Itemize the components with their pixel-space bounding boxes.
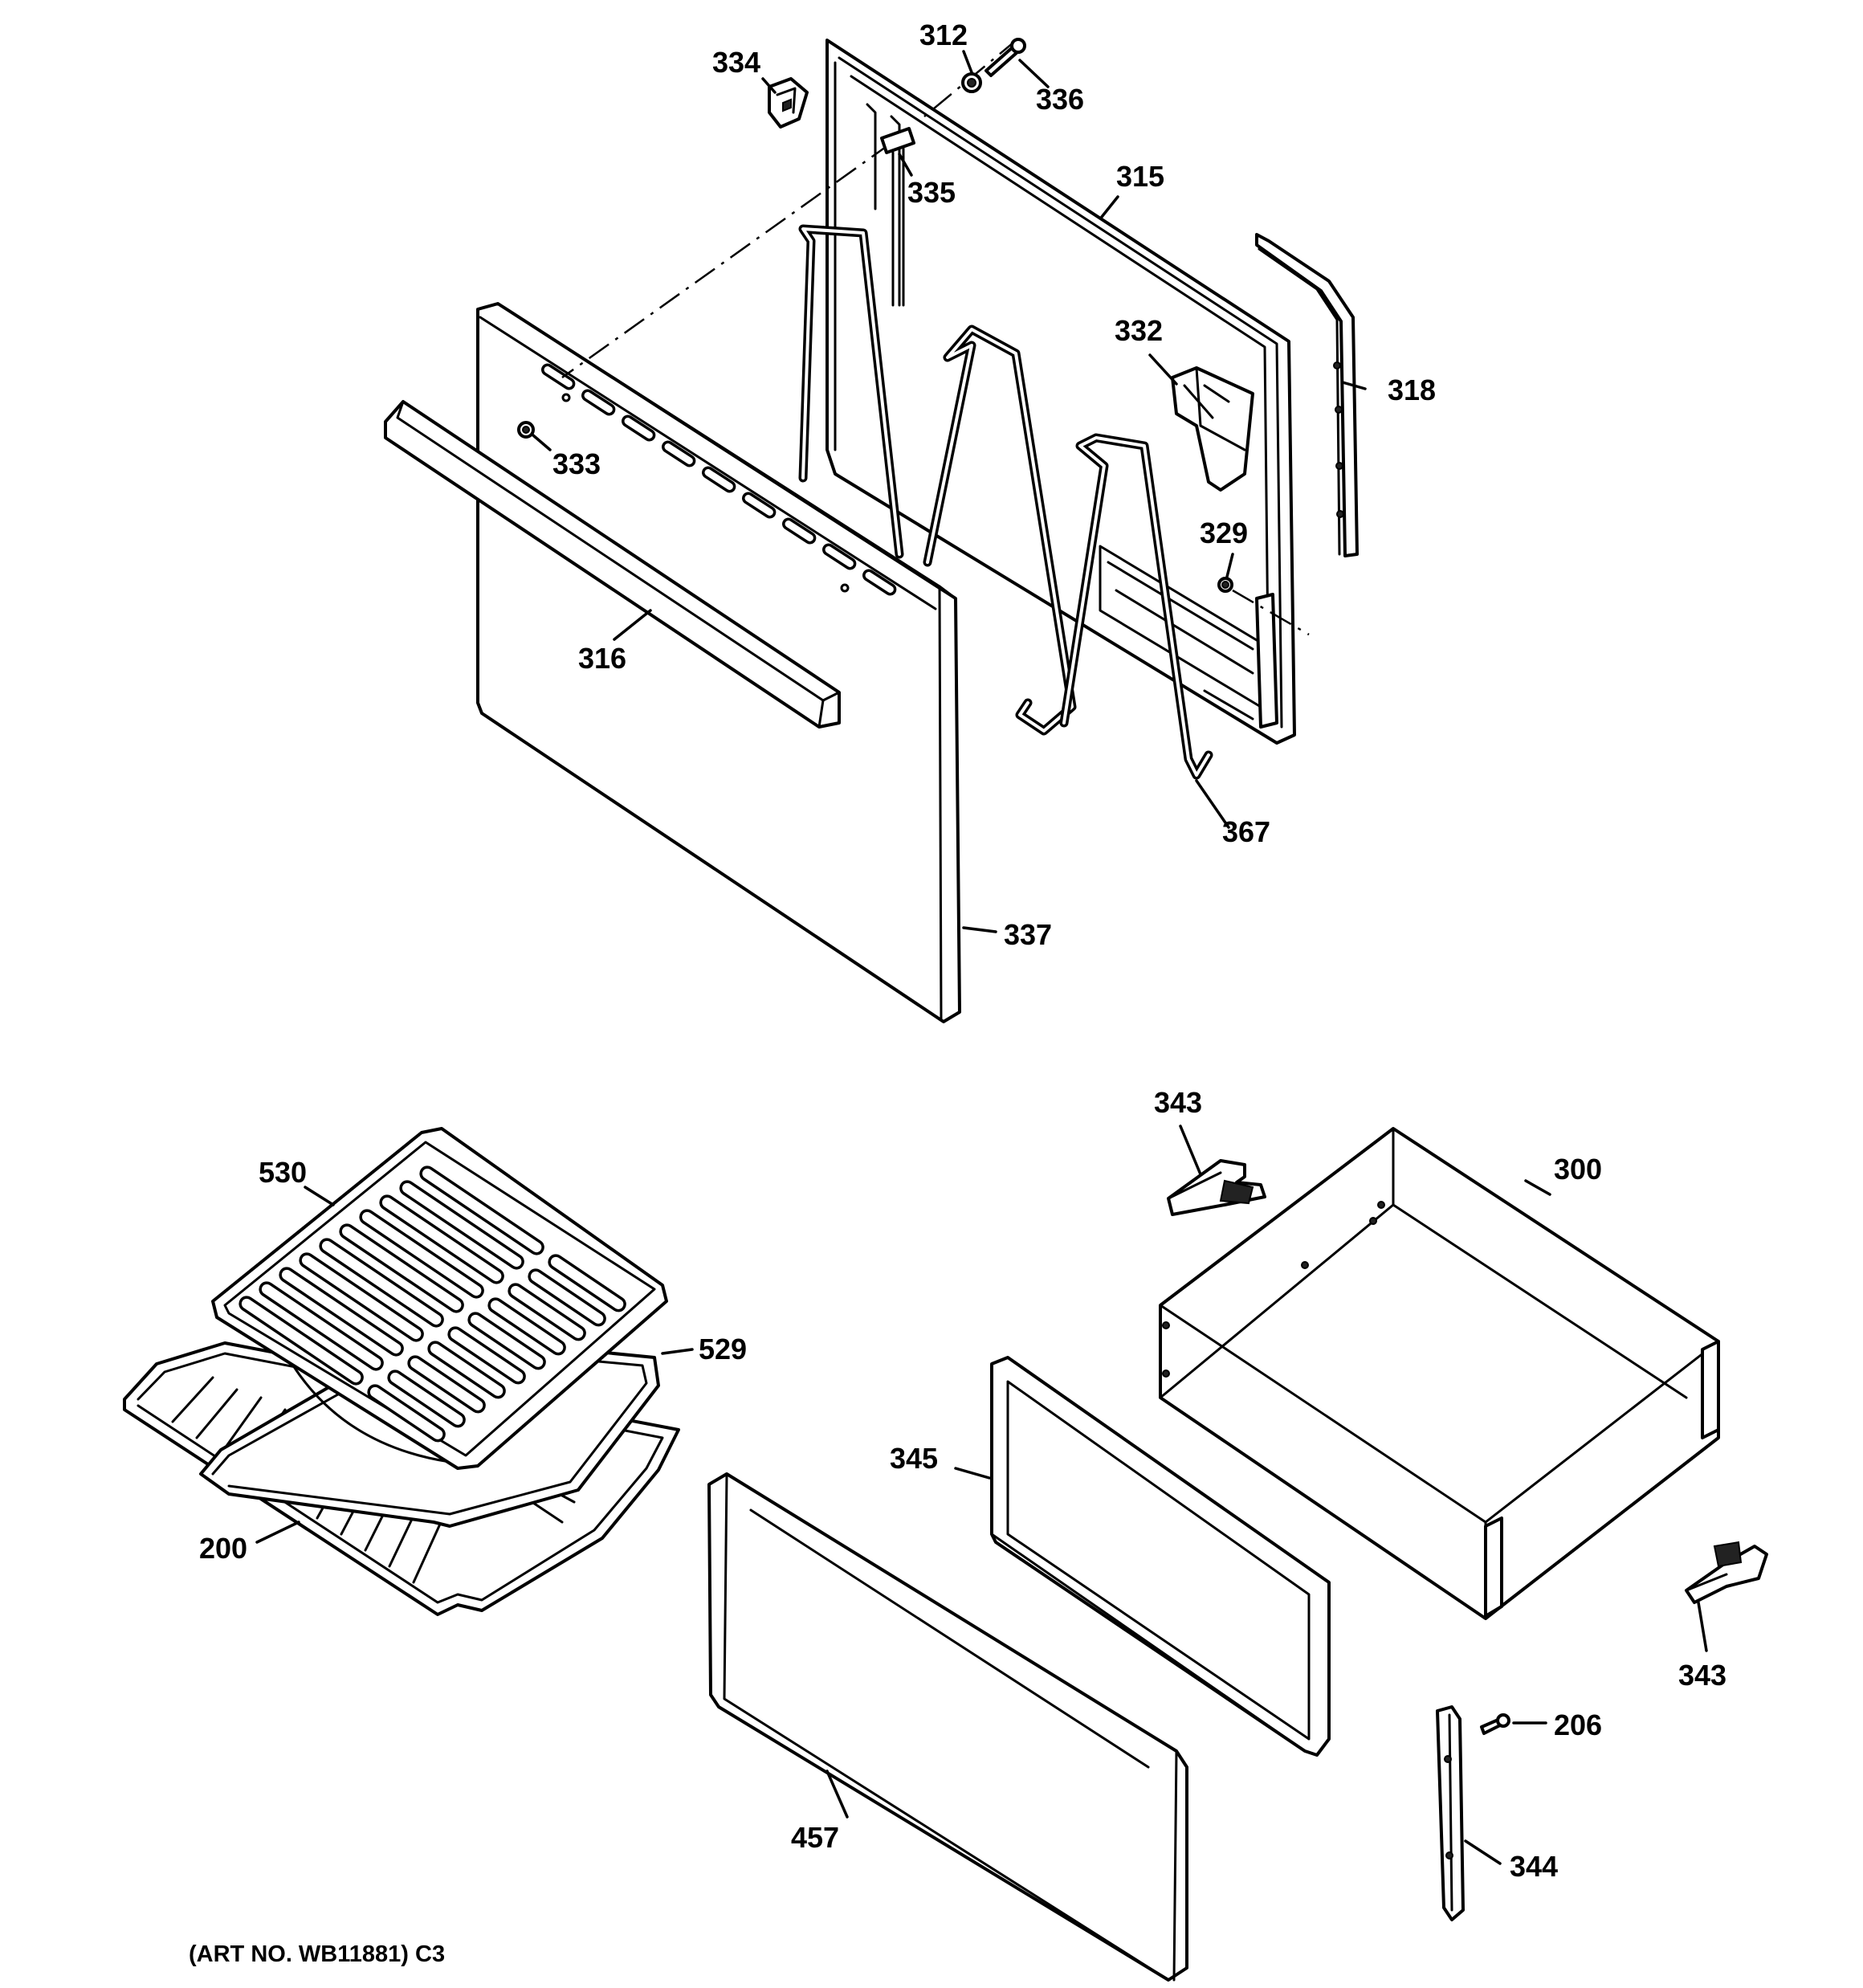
label-333: 333 (552, 447, 601, 480)
door-vent-slots (541, 363, 897, 596)
door-handle-316 (384, 400, 841, 729)
label-336: 336 (1036, 83, 1084, 116)
drawer-body-300 (1159, 1127, 1720, 1620)
label-530: 530 (259, 1156, 307, 1189)
broiler-grid-530 (211, 1127, 668, 1470)
label-206: 206 (1554, 1708, 1602, 1741)
label-345: 345 (890, 1442, 938, 1475)
leader-lines (255, 50, 1708, 1865)
screw-336 (984, 38, 1026, 77)
door-trim-318 (1255, 233, 1359, 557)
label-300: 300 (1554, 1153, 1602, 1186)
drawer-rail-344 (1436, 1705, 1465, 1921)
label-457: 457 (791, 1821, 839, 1854)
drawer-slide-343-bottom (1685, 1541, 1768, 1604)
alignment-line (561, 141, 892, 379)
drawer-slide-343-top (1167, 1159, 1266, 1216)
label-315: 315 (1116, 160, 1164, 193)
grid-slots (238, 1165, 626, 1443)
label-337: 337 (1004, 918, 1052, 951)
screw-206 (1480, 1713, 1510, 1735)
insulation-332 (1171, 366, 1254, 492)
label-529: 529 (699, 1333, 747, 1365)
label-318: 318 (1388, 374, 1436, 406)
label-329: 329 (1200, 516, 1248, 549)
nut-312 (961, 72, 982, 93)
part-labels: 312 334 336 315 335 332 318 333 329 316 … (199, 18, 1726, 1883)
label-344: 344 (1510, 1850, 1558, 1883)
label-312: 312 (919, 18, 968, 51)
label-200: 200 (199, 1532, 247, 1565)
label-332: 332 (1115, 314, 1163, 347)
door-liner-315 (826, 39, 1296, 745)
label-335: 335 (907, 176, 956, 209)
outer-door-337 (476, 302, 961, 1023)
drawer-panel-345 (990, 1356, 1331, 1757)
hinge-335 (880, 127, 915, 307)
screw-329 (1217, 577, 1310, 636)
door-springs-367 (798, 224, 1213, 780)
art-number: (ART NO. WB11881) C3 (189, 1941, 445, 1967)
label-367: 367 (1222, 815, 1270, 848)
drawer-front-457 (707, 1472, 1188, 1982)
label-343-bottom: 343 (1678, 1659, 1726, 1692)
label-343-top: 343 (1154, 1086, 1202, 1119)
screw-333 (517, 421, 535, 439)
label-316: 316 (578, 642, 626, 675)
hinge-clip-334 (768, 77, 809, 129)
label-334: 334 (712, 46, 760, 79)
